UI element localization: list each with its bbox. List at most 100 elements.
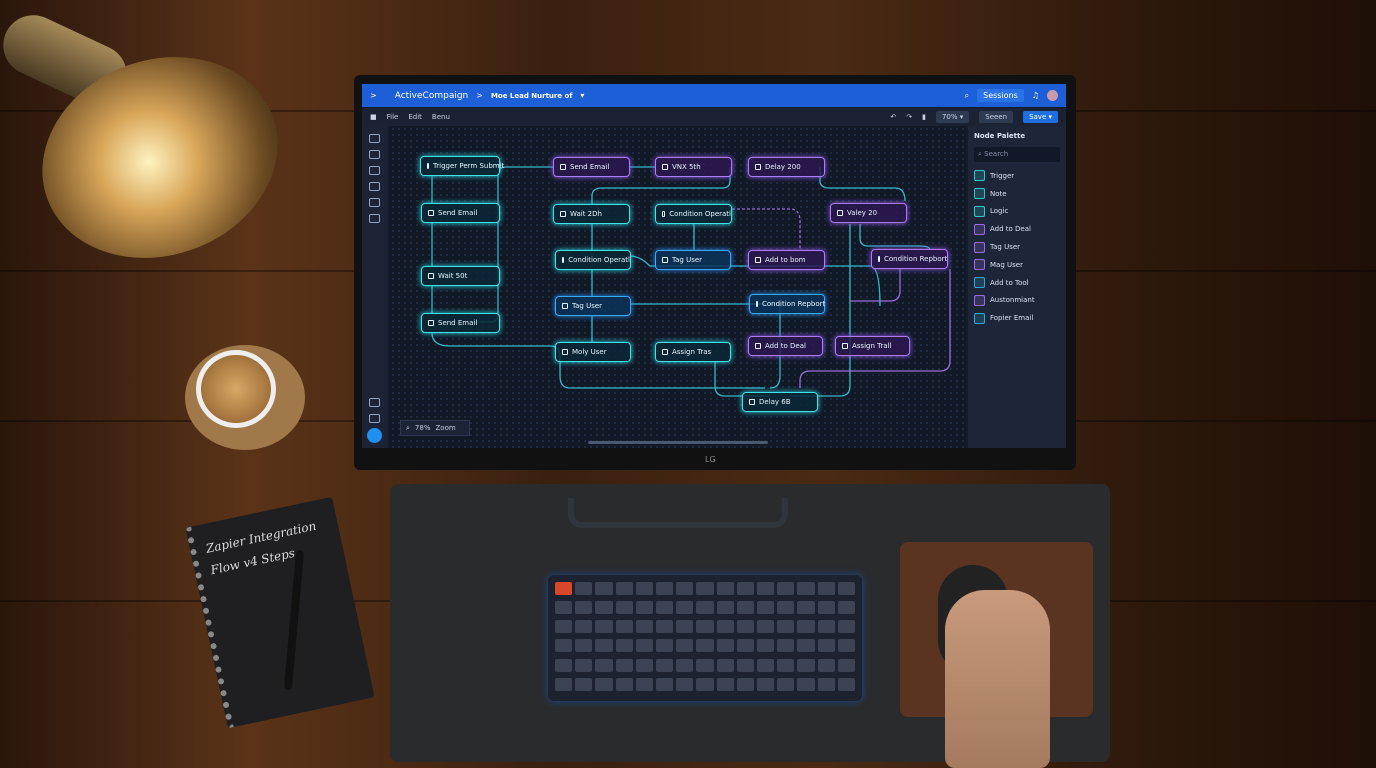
- key[interactable]: [555, 677, 573, 691]
- workflow-node[interactable]: Condition Operatl: [655, 204, 732, 224]
- key[interactable]: [797, 620, 815, 634]
- key[interactable]: [615, 658, 633, 672]
- key[interactable]: [696, 620, 714, 634]
- key[interactable]: [676, 658, 694, 672]
- key[interactable]: [736, 658, 754, 672]
- key[interactable]: [777, 658, 795, 672]
- workflow-node[interactable]: Tag User: [555, 296, 631, 316]
- key[interactable]: [716, 639, 734, 653]
- key[interactable]: [777, 601, 795, 615]
- key[interactable]: [817, 620, 835, 634]
- nav-home-icon[interactable]: [369, 134, 380, 143]
- key[interactable]: [656, 677, 674, 691]
- key[interactable]: [736, 639, 754, 653]
- key[interactable]: [615, 620, 633, 634]
- zoom-select[interactable]: 70% ▾: [935, 111, 970, 123]
- key[interactable]: [575, 582, 593, 595]
- menu-icon[interactable]: ■: [370, 113, 377, 121]
- palette-item[interactable]: Note: [974, 185, 1060, 203]
- key[interactable]: [777, 677, 795, 691]
- workflow-node[interactable]: Send Email: [553, 157, 630, 177]
- key[interactable]: [676, 582, 694, 595]
- menu-benu[interactable]: Benu: [431, 113, 450, 121]
- key[interactable]: [837, 620, 855, 634]
- key[interactable]: [716, 620, 734, 634]
- workflow-node[interactable]: Assign Trall: [835, 336, 910, 356]
- horizontal-scrollbar[interactable]: [588, 441, 768, 444]
- workflow-node[interactable]: Assign Tras: [655, 342, 731, 362]
- nav-robot-icon[interactable]: [369, 414, 380, 423]
- key[interactable]: [676, 677, 694, 691]
- key[interactable]: [736, 582, 754, 595]
- bell-icon[interactable]: ♫: [1031, 91, 1039, 100]
- app-name[interactable]: ActiveCompaign: [394, 90, 469, 101]
- key[interactable]: [635, 620, 653, 634]
- key[interactable]: [656, 582, 674, 595]
- key[interactable]: [837, 582, 855, 595]
- key[interactable]: [817, 677, 835, 691]
- key[interactable]: [736, 677, 754, 691]
- key[interactable]: [757, 601, 775, 615]
- key[interactable]: [716, 601, 734, 615]
- key[interactable]: [777, 620, 795, 634]
- workflow-node[interactable]: Moly User: [555, 342, 631, 362]
- key[interactable]: [797, 658, 815, 672]
- key[interactable]: [595, 582, 613, 595]
- key[interactable]: [716, 677, 734, 691]
- workflow-node[interactable]: Delay 6B: [742, 392, 818, 412]
- nav-users-icon[interactable]: [369, 182, 380, 191]
- secondary-button[interactable]: Seeen: [979, 111, 1014, 123]
- nav-doc-icon[interactable]: [369, 198, 380, 207]
- key[interactable]: [817, 601, 835, 615]
- key[interactable]: [817, 639, 835, 653]
- key[interactable]: [777, 582, 795, 595]
- key[interactable]: [757, 582, 775, 595]
- trash-icon[interactable]: ▮: [922, 113, 926, 121]
- key[interactable]: [736, 620, 754, 634]
- key[interactable]: [656, 658, 674, 672]
- palette-item[interactable]: Logic: [974, 203, 1060, 221]
- workflow-node[interactable]: VNX 5th: [655, 157, 732, 177]
- key[interactable]: [656, 639, 674, 653]
- workflow-node[interactable]: Wait 2Dh: [553, 204, 630, 224]
- palette-item[interactable]: Mag User: [974, 256, 1060, 274]
- redo-icon[interactable]: ↷: [906, 113, 913, 121]
- workflow-node[interactable]: Add to Deal: [748, 336, 823, 356]
- key[interactable]: [635, 601, 653, 615]
- nav-list-icon[interactable]: [369, 166, 380, 175]
- key[interactable]: [615, 639, 633, 653]
- workflow-node[interactable]: Condition Repbort: [871, 249, 948, 269]
- key[interactable]: [797, 601, 815, 615]
- key[interactable]: [575, 658, 593, 672]
- key[interactable]: [555, 658, 573, 672]
- key[interactable]: [797, 639, 815, 653]
- key[interactable]: [797, 582, 815, 595]
- key[interactable]: [595, 620, 613, 634]
- key[interactable]: [555, 620, 573, 634]
- app-logo-icon[interactable]: >: [370, 91, 377, 100]
- workflow-node[interactable]: Wait 50t: [421, 266, 500, 286]
- key[interactable]: [797, 677, 815, 691]
- save-button[interactable]: Save ▾: [1023, 111, 1058, 123]
- key[interactable]: [656, 620, 674, 634]
- key[interactable]: [656, 601, 674, 615]
- key[interactable]: [575, 677, 593, 691]
- palette-item[interactable]: Tag User: [974, 238, 1060, 256]
- key[interactable]: [757, 620, 775, 634]
- workflow-title[interactable]: Moe Lead Nurture of: [490, 91, 573, 100]
- workflow-node[interactable]: Valey 20: [830, 203, 907, 223]
- key[interactable]: [615, 677, 633, 691]
- palette-item[interactable]: Fopier Email: [974, 309, 1060, 327]
- key[interactable]: [555, 582, 573, 595]
- key[interactable]: [837, 658, 855, 672]
- palette-search[interactable]: ⌕ Search: [974, 147, 1060, 162]
- key[interactable]: [595, 677, 613, 691]
- key[interactable]: [757, 658, 775, 672]
- undo-icon[interactable]: ↶: [890, 113, 897, 121]
- workflow-node[interactable]: Trigger Perm Submit: [420, 156, 504, 176]
- key[interactable]: [615, 601, 633, 615]
- palette-item[interactable]: Trigger: [974, 167, 1060, 185]
- help-button[interactable]: [367, 428, 382, 443]
- key[interactable]: [817, 658, 835, 672]
